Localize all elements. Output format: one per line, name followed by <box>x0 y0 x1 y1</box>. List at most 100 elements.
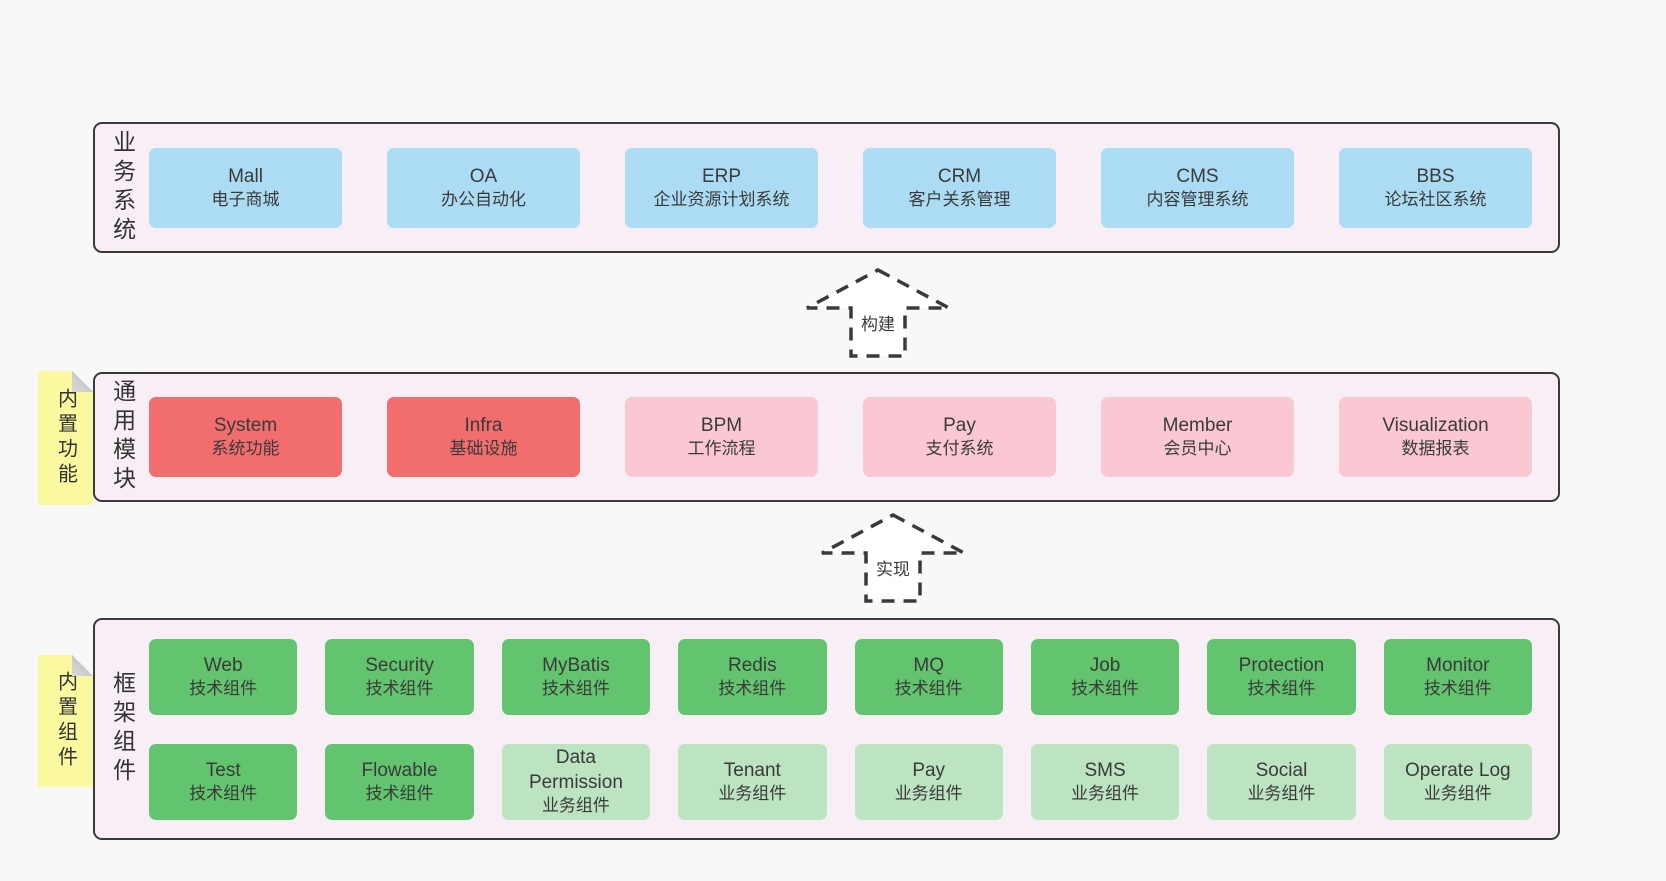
band-framework-components: 框架组件 Web 技术组件 Security 技术组件 MyBatis 技术组件… <box>93 618 1560 840</box>
box-title: Operate Log <box>1404 759 1511 781</box>
box-title: Job <box>1089 654 1121 676</box>
box-title: Flowable <box>361 759 438 781</box>
box-monitor: Monitor 技术组件 <box>1383 638 1532 715</box>
box-bpm: BPM 工作流程 <box>625 397 818 477</box>
box-system: System 系统功能 <box>149 397 342 477</box>
box-subtitle: 技术组件 <box>365 678 434 698</box>
box-subtitle: 业务组件 <box>718 783 787 803</box>
box-subtitle: 技术组件 <box>1423 678 1492 698</box>
box-operate-log: Operate Log 业务组件 <box>1383 743 1532 820</box>
box-subtitle: 业务组件 <box>894 783 963 803</box>
components-rows: Web 技术组件 Security 技术组件 MyBatis 技术组件 Redi… <box>149 638 1558 820</box>
box-title: Test <box>205 759 241 781</box>
arrow-build-label: 构建 <box>856 309 900 336</box>
box-title: CRM <box>937 165 982 187</box>
box-erp: ERP 企业资源计划系统 <box>625 147 818 228</box>
box-pay-module: Pay 支付系统 <box>863 397 1056 477</box>
box-subtitle: 技术组件 <box>718 678 787 698</box>
box-pay-component: Pay 业务组件 <box>854 743 1003 820</box>
box-title: SMS <box>1084 759 1126 781</box>
box-title: OA <box>469 165 498 187</box>
box-subtitle: 技术组件 <box>894 678 963 698</box>
box-title: MQ <box>913 654 944 676</box>
box-subtitle: 技术组件 <box>541 678 610 698</box>
box-title: Mall <box>228 165 263 187</box>
box-infra: Infra 基础设施 <box>387 397 580 477</box>
modules-boxes-row: System 系统功能 Infra 基础设施 BPM 工作流程 Pay 支付系统… <box>149 397 1558 477</box>
box-title: Pay <box>943 415 976 437</box>
box-subtitle: 企业资源计划系统 <box>653 189 790 209</box>
box-social: Social 业务组件 <box>1207 743 1356 820</box>
box-subtitle: 基础设施 <box>449 439 518 459</box>
box-subtitle: 技术组件 <box>189 678 258 698</box>
arrow-up-build: 构建 <box>803 267 953 359</box>
box-title: ERP <box>701 165 742 187</box>
box-title: Protection <box>1238 654 1325 676</box>
box-subtitle: 办公自动化 <box>441 189 526 209</box>
band-label-business: 业务系统 <box>109 129 136 246</box>
box-crm: CRM 客户关系管理 <box>863 147 1056 228</box>
box-protection: Protection 技术组件 <box>1207 638 1356 715</box>
sticky-note-built-in-features: 内置功能 <box>38 371 93 505</box>
box-title: BPM <box>700 415 743 437</box>
band-business-systems: 业务系统 Mall 电子商城 OA 办公自动化 ERP 企业资源计划系统 CRM… <box>93 122 1560 253</box>
box-security: Security 技术组件 <box>325 638 474 715</box>
box-subtitle: 业务组件 <box>1071 783 1140 803</box>
box-title: Monitor <box>1426 654 1490 676</box>
box-tenant: Tenant 业务组件 <box>678 743 827 820</box>
box-subtitle: 论坛社区系统 <box>1384 189 1487 209</box>
box-mq: MQ 技术组件 <box>854 638 1003 715</box>
sticky-note-built-in-components: 内置组件 <box>38 655 93 787</box>
box-title: Pay <box>912 759 946 781</box>
box-subtitle: 数据报表 <box>1401 439 1470 459</box>
box-cms: CMS 内容管理系统 <box>1101 147 1294 228</box>
box-data-permission: Data Permission 业务组件 <box>501 743 651 820</box>
sticky-note-label: 内置功能 <box>54 388 77 488</box>
box-job: Job 技术组件 <box>1030 638 1180 715</box>
box-title: Web <box>203 654 243 676</box>
box-title: CMS <box>1176 165 1219 187</box>
box-redis: Redis 技术组件 <box>678 638 827 715</box>
box-subtitle: 支付系统 <box>925 439 994 459</box>
box-title: Visualization <box>1382 415 1489 437</box>
box-subtitle: 内容管理系统 <box>1146 189 1249 209</box>
box-oa: OA 办公自动化 <box>387 147 580 228</box>
box-web: Web 技术组件 <box>149 638 298 715</box>
box-title: Security <box>365 654 434 676</box>
components-row-1: Web 技术组件 Security 技术组件 MyBatis 技术组件 Redi… <box>149 638 1532 715</box>
box-title: Social <box>1255 759 1308 781</box>
components-row-2: Test 技术组件 Flowable 技术组件 Data Permission … <box>149 743 1532 820</box>
box-subtitle: 业务组件 <box>1247 783 1316 803</box>
arrow-up-implement: 实现 <box>818 512 968 604</box>
box-title: Infra <box>464 415 503 437</box>
box-member: Member 会员中心 <box>1101 397 1294 477</box>
box-subtitle: 业务组件 <box>1423 783 1492 803</box>
box-title: Data Permission <box>528 747 623 794</box>
box-title: BBS <box>1416 165 1455 187</box>
box-visualization: Visualization 数据报表 <box>1339 397 1532 477</box>
box-title: System <box>213 415 278 437</box>
box-title: Member <box>1162 415 1233 437</box>
box-bbs: BBS 论坛社区系统 <box>1339 147 1532 228</box>
box-test: Test 技术组件 <box>149 743 298 820</box>
box-subtitle: 技术组件 <box>365 783 434 803</box>
box-sms: SMS 业务组件 <box>1030 743 1180 820</box>
box-mybatis: MyBatis 技术组件 <box>501 638 651 715</box>
box-subtitle: 电子商城 <box>211 189 280 209</box>
box-subtitle: 技术组件 <box>1071 678 1140 698</box>
business-boxes-row: Mall 电子商城 OA 办公自动化 ERP 企业资源计划系统 CRM 客户关系… <box>149 147 1558 228</box>
box-mall: Mall 电子商城 <box>149 147 342 228</box>
band-label-modules: 通用模块 <box>109 379 136 495</box>
band-common-modules: 通用模块 System 系统功能 Infra 基础设施 BPM 工作流程 Pay… <box>93 372 1560 502</box>
box-subtitle: 系统功能 <box>211 439 280 459</box>
band-label-components: 框架组件 <box>109 671 136 787</box>
box-flowable: Flowable 技术组件 <box>325 743 474 820</box>
box-title: MyBatis <box>542 654 610 676</box>
sticky-note-label: 内置组件 <box>54 671 77 771</box>
box-subtitle: 技术组件 <box>189 783 258 803</box>
arrow-implement-label: 实现 <box>871 554 915 581</box>
box-subtitle: 会员中心 <box>1163 439 1232 459</box>
box-title: Tenant <box>723 759 781 781</box>
box-subtitle: 技术组件 <box>1247 678 1316 698</box>
box-subtitle: 工作流程 <box>687 439 756 459</box>
